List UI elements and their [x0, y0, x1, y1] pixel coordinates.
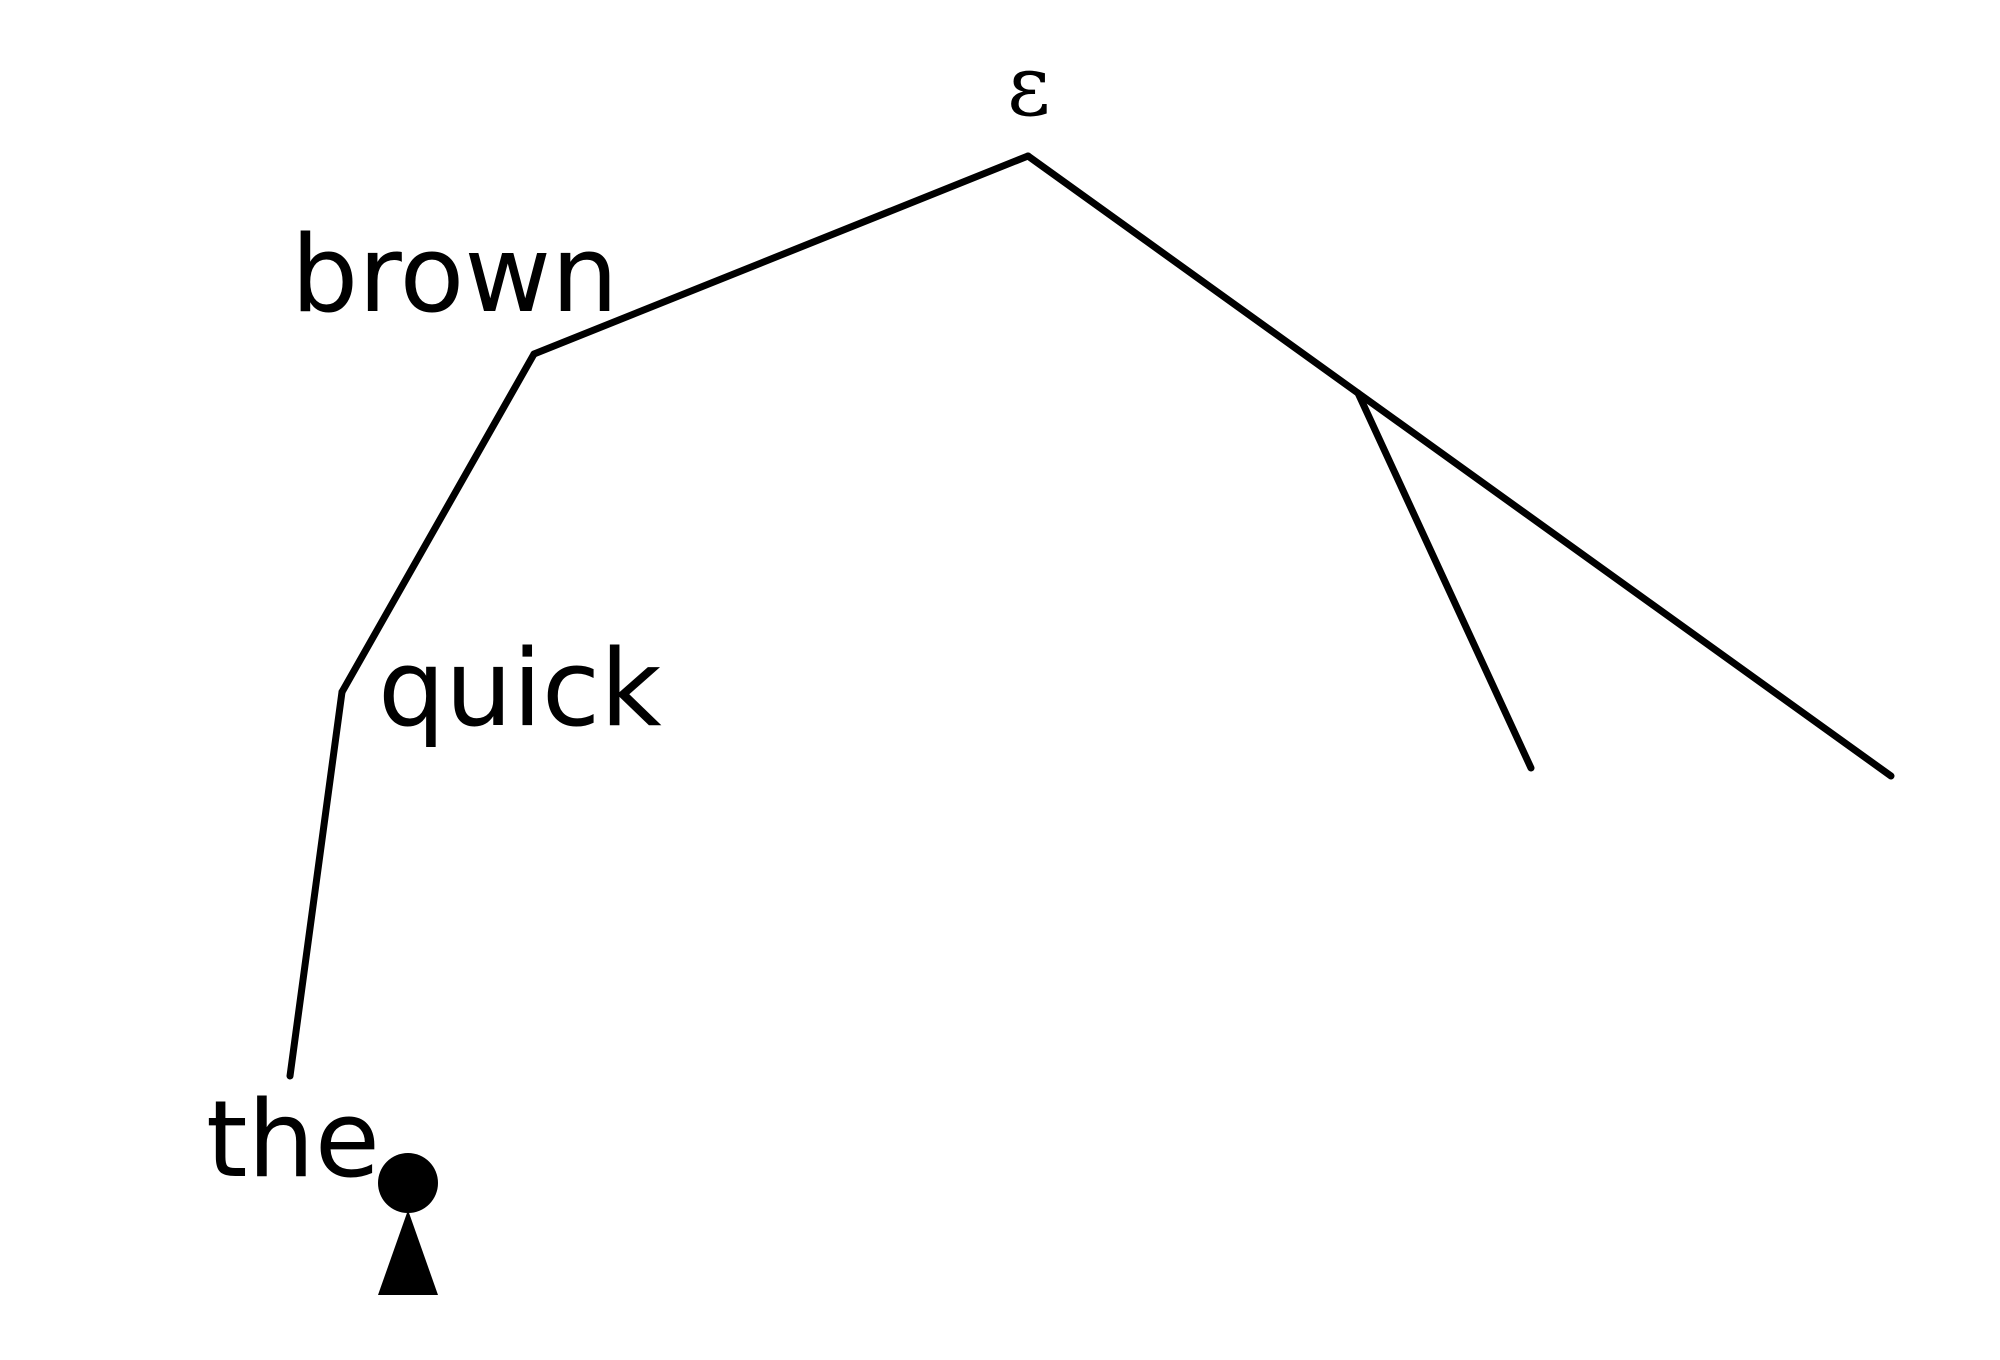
- root-node-label: ε: [1007, 37, 1051, 135]
- node-label-the: the: [206, 1078, 380, 1201]
- pawn-base: [378, 1210, 438, 1295]
- pawn-icon: [378, 1153, 438, 1295]
- edge-branch-right-lower: [1354, 389, 1535, 772]
- edge-root-brown: [530, 152, 1032, 358]
- edge-brown-quick: [338, 350, 538, 696]
- edge-root-right: [1024, 152, 1895, 780]
- edge-quick-the: [286, 688, 346, 1080]
- node-label-brown: brown: [291, 213, 618, 336]
- tree-edges: [286, 152, 1895, 1080]
- node-label-quick: quick: [378, 627, 662, 750]
- pawn-head: [378, 1153, 438, 1213]
